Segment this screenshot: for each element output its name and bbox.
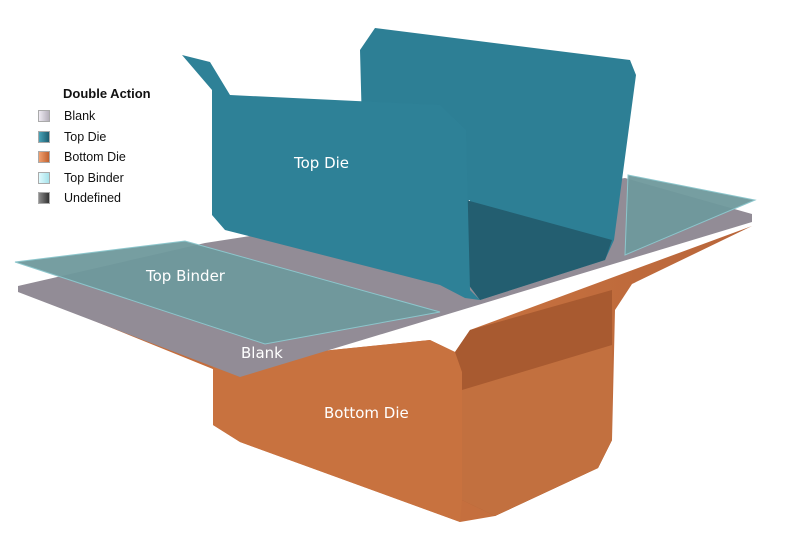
legend: Double Action Blank Top Die Bottom Die T… [38, 86, 151, 209]
legend-label: Undefined [64, 191, 121, 206]
legend-item-top-binder: Top Binder [38, 168, 151, 189]
top-die-swatch-icon [38, 130, 50, 143]
legend-label: Blank [64, 109, 96, 124]
top-binder [14, 174, 757, 345]
legend-label: Bottom Die [64, 150, 126, 165]
bottom-die-label: Bottom Die [324, 404, 409, 422]
legend-item-blank: Blank [38, 106, 151, 127]
bottom-die [18, 226, 752, 522]
top-die-label: Top Die [294, 154, 350, 172]
bottom-die-swatch-icon [38, 151, 50, 164]
top-binder-swatch-icon [38, 171, 50, 184]
blank-swatch-icon [38, 110, 50, 123]
legend-item-undefined: Undefined [38, 188, 151, 209]
undefined-swatch-icon [38, 192, 50, 205]
legend-label: Top Binder [64, 170, 124, 185]
top-binder-label: Top Binder [146, 267, 225, 285]
legend-item-top-die: Top Die [38, 127, 151, 148]
legend-label: Top Die [64, 129, 107, 144]
legend-title: Double Action [63, 86, 151, 101]
top-die [182, 28, 636, 300]
blank-label: Blank [241, 344, 283, 362]
legend-item-bottom-die: Bottom Die [38, 147, 151, 168]
